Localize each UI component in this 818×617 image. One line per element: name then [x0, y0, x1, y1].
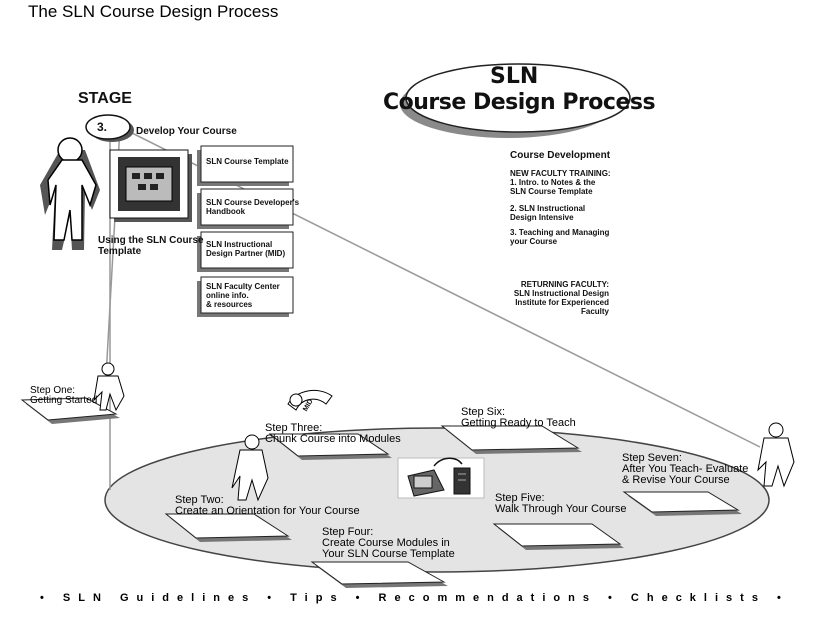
step-four-label: Step Four: Create Course Modules in Your…	[322, 526, 455, 560]
step-two-label: Step Two: Create an Orientation for Your…	[175, 494, 360, 517]
step-four-tile	[310, 561, 448, 588]
person-figure-large	[40, 137, 100, 250]
step-seven-tile	[622, 491, 742, 516]
step-six-label: Step Six: Getting Ready to Teach	[461, 406, 576, 429]
logo-line-2: Course Design Process	[383, 90, 656, 115]
logo-ellipse	[405, 63, 631, 133]
resource-box	[197, 276, 294, 317]
resource-design-partner: SLN Instructional Design Partner (MID)	[206, 240, 286, 258]
resource-faculty-center: SLN Faculty Center online info. & resour…	[206, 282, 280, 309]
returning-faculty: RETURNING FACULTY: SLN Instructional Des…	[513, 280, 609, 316]
person-figure-step-seven	[757, 422, 795, 488]
training-item-2: 2. SLN Instructional Design Intensive	[510, 204, 586, 222]
logo-line-1: SLN	[490, 64, 539, 89]
person-figure-step-two	[231, 434, 269, 502]
person-figure-mid	[287, 389, 333, 411]
page-title: The SLN Course Design Process	[28, 2, 279, 21]
footer-guidelines: • SLN Guidelines • Tips • Recommendation…	[40, 592, 789, 604]
step-five-tile	[492, 523, 624, 550]
step-three-tile	[268, 433, 392, 460]
resource-course-template: SLN Course Template	[206, 157, 289, 166]
training-item-3: 3. Teaching and Managing your Course	[510, 228, 610, 246]
resource-box	[197, 188, 294, 229]
template-caption: Using the SLN Course Template	[98, 235, 204, 257]
course-development-heading: Course Development	[510, 150, 611, 161]
step-six-tile	[440, 425, 582, 454]
new-faculty-training: NEW FACULTY TRAINING: 1. Intro. to Notes…	[510, 169, 611, 196]
stage-title: Develop Your Course	[136, 126, 237, 137]
step-five-label: Step Five: Walk Through Your Course	[495, 492, 627, 515]
computer-image	[397, 457, 485, 499]
resource-box	[197, 145, 294, 186]
stage-number-oval	[85, 114, 131, 140]
step-three-label: Step Three: Chunk Course into Modules	[265, 422, 401, 445]
step-seven-label: Step Seven: After You Teach- Evaluate & …	[622, 452, 749, 486]
person-figure-step-one	[93, 362, 125, 412]
stage-label: STAGE	[78, 90, 132, 107]
step-two-tile	[164, 513, 292, 542]
course-template-image	[109, 149, 192, 222]
step-one-label: Step One: Getting Started	[30, 385, 98, 406]
step-one-tile	[20, 397, 120, 424]
resource-box	[197, 231, 294, 272]
stage-number: 3.	[97, 120, 108, 134]
resource-developers-handbook: SLN Course Developer's Handbook	[206, 198, 300, 216]
